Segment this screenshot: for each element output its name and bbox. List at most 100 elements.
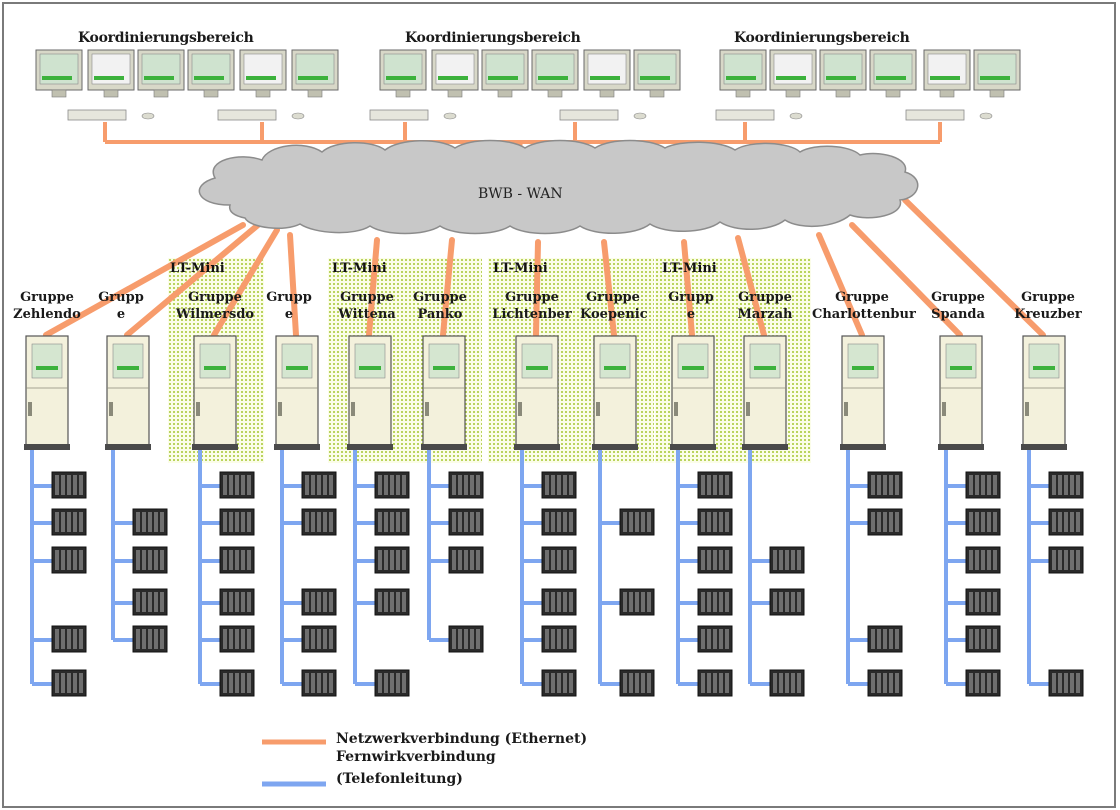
group-cabinet-13 <box>1021 335 1067 450</box>
remote-unit-12-4 <box>965 588 1001 616</box>
group-cabinet-12 <box>938 335 984 450</box>
workstation-monitor-5 <box>239 49 287 98</box>
remote-unit-3-1 <box>219 471 255 499</box>
workstation-monitor-2 <box>87 49 135 98</box>
workstation-monitor-18 <box>973 49 1021 98</box>
mouse-2 <box>291 112 305 120</box>
keyboard-6 <box>905 109 965 121</box>
remote-unit-7-4 <box>541 588 577 616</box>
remote-unit-9-6 <box>697 669 733 697</box>
remote-unit-4-5 <box>301 669 337 697</box>
remote-unit-13-4 <box>1048 669 1084 697</box>
remote-unit-10-3 <box>769 669 805 697</box>
workstation-monitor-13 <box>719 49 767 98</box>
group-cabinet-5 <box>347 335 393 450</box>
remote-unit-6-4 <box>448 625 484 653</box>
remote-unit-2-4 <box>132 625 168 653</box>
group-cabinet-10 <box>742 335 788 450</box>
remote-unit-13-1 <box>1048 471 1084 499</box>
network-link-13 <box>902 197 1046 338</box>
lt-mini-label-1: LT-Mini <box>170 261 225 276</box>
remote-unit-2-3 <box>132 588 168 616</box>
remote-unit-13-2 <box>1048 508 1084 536</box>
coordination-area-label-1: Koordinierungsbereich <box>78 30 254 46</box>
remote-unit-3-4 <box>219 588 255 616</box>
remote-unit-1-1 <box>51 471 87 499</box>
workstation-monitor-7 <box>379 49 427 98</box>
remote-unit-1-2 <box>51 508 87 536</box>
remote-unit-4-3 <box>301 588 337 616</box>
mouse-1 <box>141 112 155 120</box>
workstation-monitor-3 <box>137 49 185 98</box>
remote-unit-1-4 <box>51 625 87 653</box>
remote-unit-5-5 <box>374 669 410 697</box>
group-cabinet-3 <box>192 335 238 450</box>
remote-unit-11-3 <box>867 625 903 653</box>
network-link-11 <box>816 232 865 338</box>
remote-unit-4-2 <box>301 508 337 536</box>
lt-mini-label-3: LT-Mini <box>493 261 548 276</box>
remote-unit-9-5 <box>697 625 733 653</box>
legend-remote-label-1: Fernwirkverbindung <box>336 749 496 765</box>
network-link-6 <box>440 237 455 338</box>
remote-unit-5-4 <box>374 588 410 616</box>
remote-unit-11-2 <box>867 508 903 536</box>
remote-unit-5-1 <box>374 471 410 499</box>
lt-mini-label-2: LT-Mini <box>332 261 387 276</box>
mouse-5 <box>789 112 803 120</box>
legend-network-label: Netzwerkverbindung (Ethernet) <box>336 731 588 747</box>
keyboard-5 <box>715 109 775 121</box>
remote-unit-5-3 <box>374 546 410 574</box>
group-cabinet-6 <box>421 335 467 450</box>
workstation-monitor-9 <box>481 49 529 98</box>
network-link-1 <box>43 222 246 338</box>
mouse-4 <box>633 112 647 120</box>
remote-unit-6-3 <box>448 546 484 574</box>
remote-unit-11-4 <box>867 669 903 697</box>
group-cabinet-4 <box>274 335 320 450</box>
network-link-9 <box>681 239 695 338</box>
remote-unit-12-5 <box>965 625 1001 653</box>
workstation-monitor-14 <box>769 49 817 98</box>
remote-unit-12-1 <box>965 471 1001 499</box>
mouse-3 <box>443 112 457 120</box>
remote-unit-6-2 <box>448 508 484 536</box>
network-link-5 <box>366 237 380 338</box>
remote-unit-8-2 <box>619 588 655 616</box>
remote-unit-3-2 <box>219 508 255 536</box>
remote-unit-7-5 <box>541 625 577 653</box>
remote-unit-1-5 <box>51 669 87 697</box>
remote-unit-9-3 <box>697 546 733 574</box>
mouse-6 <box>979 112 993 120</box>
remote-unit-11-1 <box>867 471 903 499</box>
keyboard-1 <box>67 109 127 121</box>
remote-unit-10-1 <box>769 546 805 574</box>
remote-unit-9-2 <box>697 508 733 536</box>
coordination-area-label-3: Koordinierungsbereich <box>734 30 910 46</box>
workstation-monitor-6 <box>291 49 339 98</box>
remote-unit-12-2 <box>965 508 1001 536</box>
remote-unit-7-6 <box>541 669 577 697</box>
remote-unit-9-1 <box>697 471 733 499</box>
remote-unit-7-1 <box>541 471 577 499</box>
network-link-10 <box>735 235 767 338</box>
workstation-monitor-8 <box>431 49 479 98</box>
group-cabinet-1 <box>24 335 70 450</box>
remote-unit-3-5 <box>219 625 255 653</box>
group-cabinet-9 <box>670 335 716 450</box>
remote-unit-5-2 <box>374 508 410 536</box>
remote-unit-4-4 <box>301 625 337 653</box>
lt-mini-label-4: LT-Mini <box>662 261 717 276</box>
network-link-7 <box>533 239 541 338</box>
